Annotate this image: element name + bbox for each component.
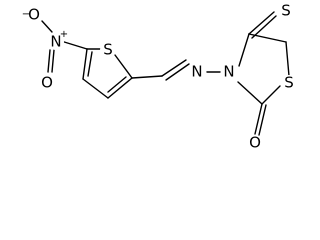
atom-n-imine: N	[189, 63, 205, 81]
bond-c-carbonyl-to-n-thiazolidine	[237, 81, 263, 105]
atom-o-carbonyl: O	[247, 134, 263, 152]
bond-thiophene-c5-to-c4-double	[82, 48, 88, 80]
atom-n-nitro: N +	[48, 29, 68, 51]
bond-ch2-to-s-ring	[285, 41, 290, 77]
atom-label-n-imine: N	[191, 63, 202, 81]
atom-label-o-carbonyl: O	[249, 134, 261, 152]
bond-thiophene-c4-to-c3	[82, 78, 109, 99]
bond-n-nitro-to-o-bottom-b	[51, 49, 55, 73]
bond-n-nitro-to-o-bottom-a	[47, 49, 51, 73]
bond-thiophene-c3-to-c2-inner	[107, 76, 127, 93]
bond-c-carbonyl-to-o-a	[254, 103, 263, 135]
atom-n-thiazolidine: N	[221, 63, 237, 81]
bond-thiophene-c2-to-s	[114, 54, 133, 79]
bond-n-thiazolidine-to-c-thione	[238, 33, 250, 67]
atom-label-n-nitro: N	[50, 33, 61, 51]
charge-label-n-nitro: +	[60, 29, 68, 40]
bond-o-nitro-top-to-n-nitro	[41, 20, 53, 33]
bond-c-carbonyl-to-o-b	[258, 104, 267, 136]
atom-label-s-ring: S	[284, 74, 294, 92]
atom-label-o-nitro-bottom: O	[41, 74, 53, 92]
atom-s-thione: S	[278, 2, 294, 20]
bond-c-thione-to-ch2	[248, 33, 287, 43]
atom-label-n-thiazolidine: N	[223, 63, 234, 81]
bond-ch-to-n-imine-b	[165, 63, 190, 81]
atom-s-ring: S	[281, 74, 297, 92]
chemical-structure-diagram: O − N + O S N N S S O	[21, 1, 297, 152]
charge-label-o-nitro-top: −	[22, 9, 30, 20]
bond-s-ring-to-c-carbonyl	[261, 85, 281, 105]
bond-thiophene-c2-to-ch	[131, 75, 163, 79]
bond-c-thione-to-s-double-b	[251, 15, 277, 39]
bond-thiophene-c3-to-c2-double	[107, 77, 133, 99]
atom-s-thiophene: S	[100, 41, 116, 59]
bond-ch-to-n-imine-a	[161, 59, 187, 77]
atom-o-nitro-bottom: O	[39, 74, 55, 92]
bond-n-nitro-to-thiophene-c5	[60, 40, 88, 50]
atom-label-s-thione: S	[281, 2, 291, 20]
bond-c-thione-to-s-double-a	[248, 11, 275, 35]
atom-label-o-nitro-top: O	[28, 6, 40, 24]
atom-o-nitro-top: O −	[22, 6, 42, 24]
bond-thiophene-c5-to-c4-inner	[87, 51, 93, 77]
atom-label-s-thiophene: S	[103, 41, 113, 59]
